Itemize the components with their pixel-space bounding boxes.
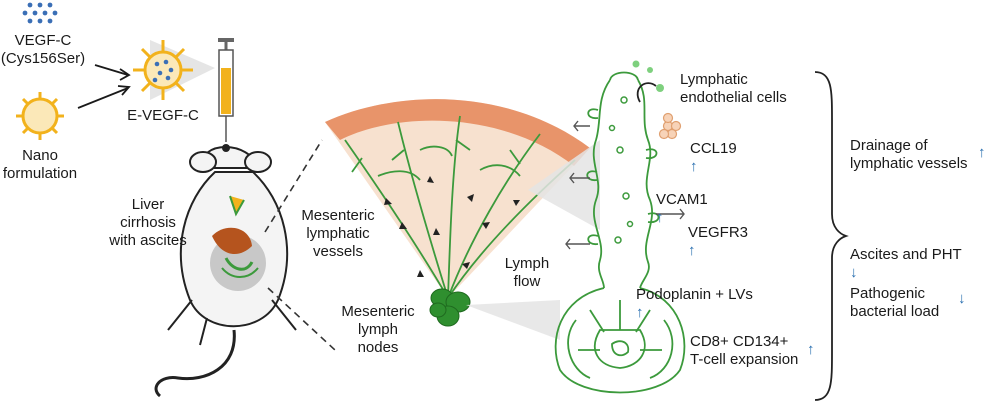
e-vegf-c-particle-icon: [133, 40, 215, 100]
bacterial-load-label: Pathogenic bacterial load: [850, 285, 940, 320]
zoom-lines-to-mesentery: [264, 139, 336, 351]
e-vegf-c-label: E-VEGF-C: [127, 107, 199, 124]
outcomes-brace: [814, 71, 849, 401]
bacterial-down-arrow: ↓: [958, 290, 966, 307]
endothelial-cell-particles: [632, 60, 664, 92]
receptor-markers: [565, 120, 685, 250]
ccl19-cells-icon: [658, 112, 682, 140]
vegf-c-particles: [22, 2, 58, 24]
vcam1-label: VCAM1 ↑: [656, 173, 746, 227]
convergence-arrows: [77, 64, 131, 109]
drainage-label: Drainage of lymphatic vessels: [850, 137, 968, 172]
zoom-projection-wedges: [466, 140, 600, 340]
nano-particle-icon: [16, 92, 64, 140]
lymph-node-cluster: [429, 288, 471, 327]
vessel-cells: [608, 96, 634, 244]
ascites-pht-label: Ascites and PHT ↓: [850, 228, 992, 282]
lymphatic-vessel-detail: [554, 71, 686, 394]
mesentery-fan: [325, 99, 590, 298]
drainage-up-arrow: ↑: [978, 144, 986, 161]
endothelial-arrow: [636, 82, 657, 103]
tcell-label: CD8+ CD134+ T-cell expansion: [690, 333, 799, 368]
podoplanin-text: Podoplanin + LVs: [636, 286, 753, 303]
vegfr3-up-arrow: ↑: [688, 242, 696, 259]
ccl19-up-arrow: ↑: [690, 158, 698, 175]
ascites-down-arrow: ↓: [850, 264, 858, 281]
vcam1-text: VCAM1: [656, 191, 708, 208]
vcam1-up-arrow: ↑: [656, 209, 664, 226]
vegfr3-text: VEGFR3: [688, 224, 749, 241]
ccl19-label: CCL19 ↑: [690, 122, 770, 176]
podoplanin-up-arrow: ↑: [636, 304, 644, 321]
liver-cirrhosis-label: Liver cirrhosis with ascites: [109, 196, 187, 249]
vegf-c-label: VEGF-C (Cys156Ser): [0, 32, 86, 67]
syringe-icon: [218, 38, 234, 142]
ccl19-text: CCL19: [690, 140, 737, 157]
podoplanin-label: Podoplanin + LVs ↑: [636, 268, 806, 322]
mouse-illustration: [154, 144, 297, 398]
lymph-flow-arrows: [384, 176, 520, 277]
lymph-flow-label: Lymph flow: [504, 255, 550, 290]
mesenteric-vessels-label: Mesenteric lymphatic vessels: [301, 207, 375, 260]
endothelial-cells-label: Lymphatic endothelial cells: [680, 71, 787, 106]
mesenteric-nodes-label: Mesenteric lymph nodes: [341, 303, 415, 356]
vegfr3-label: VEGFR3 ↑: [688, 206, 778, 260]
tcell-up-arrow: ↑: [807, 341, 815, 358]
ascites-pht-text: Ascites and PHT: [850, 246, 962, 263]
nano-formulation-label: Nano formulation: [2, 147, 78, 182]
